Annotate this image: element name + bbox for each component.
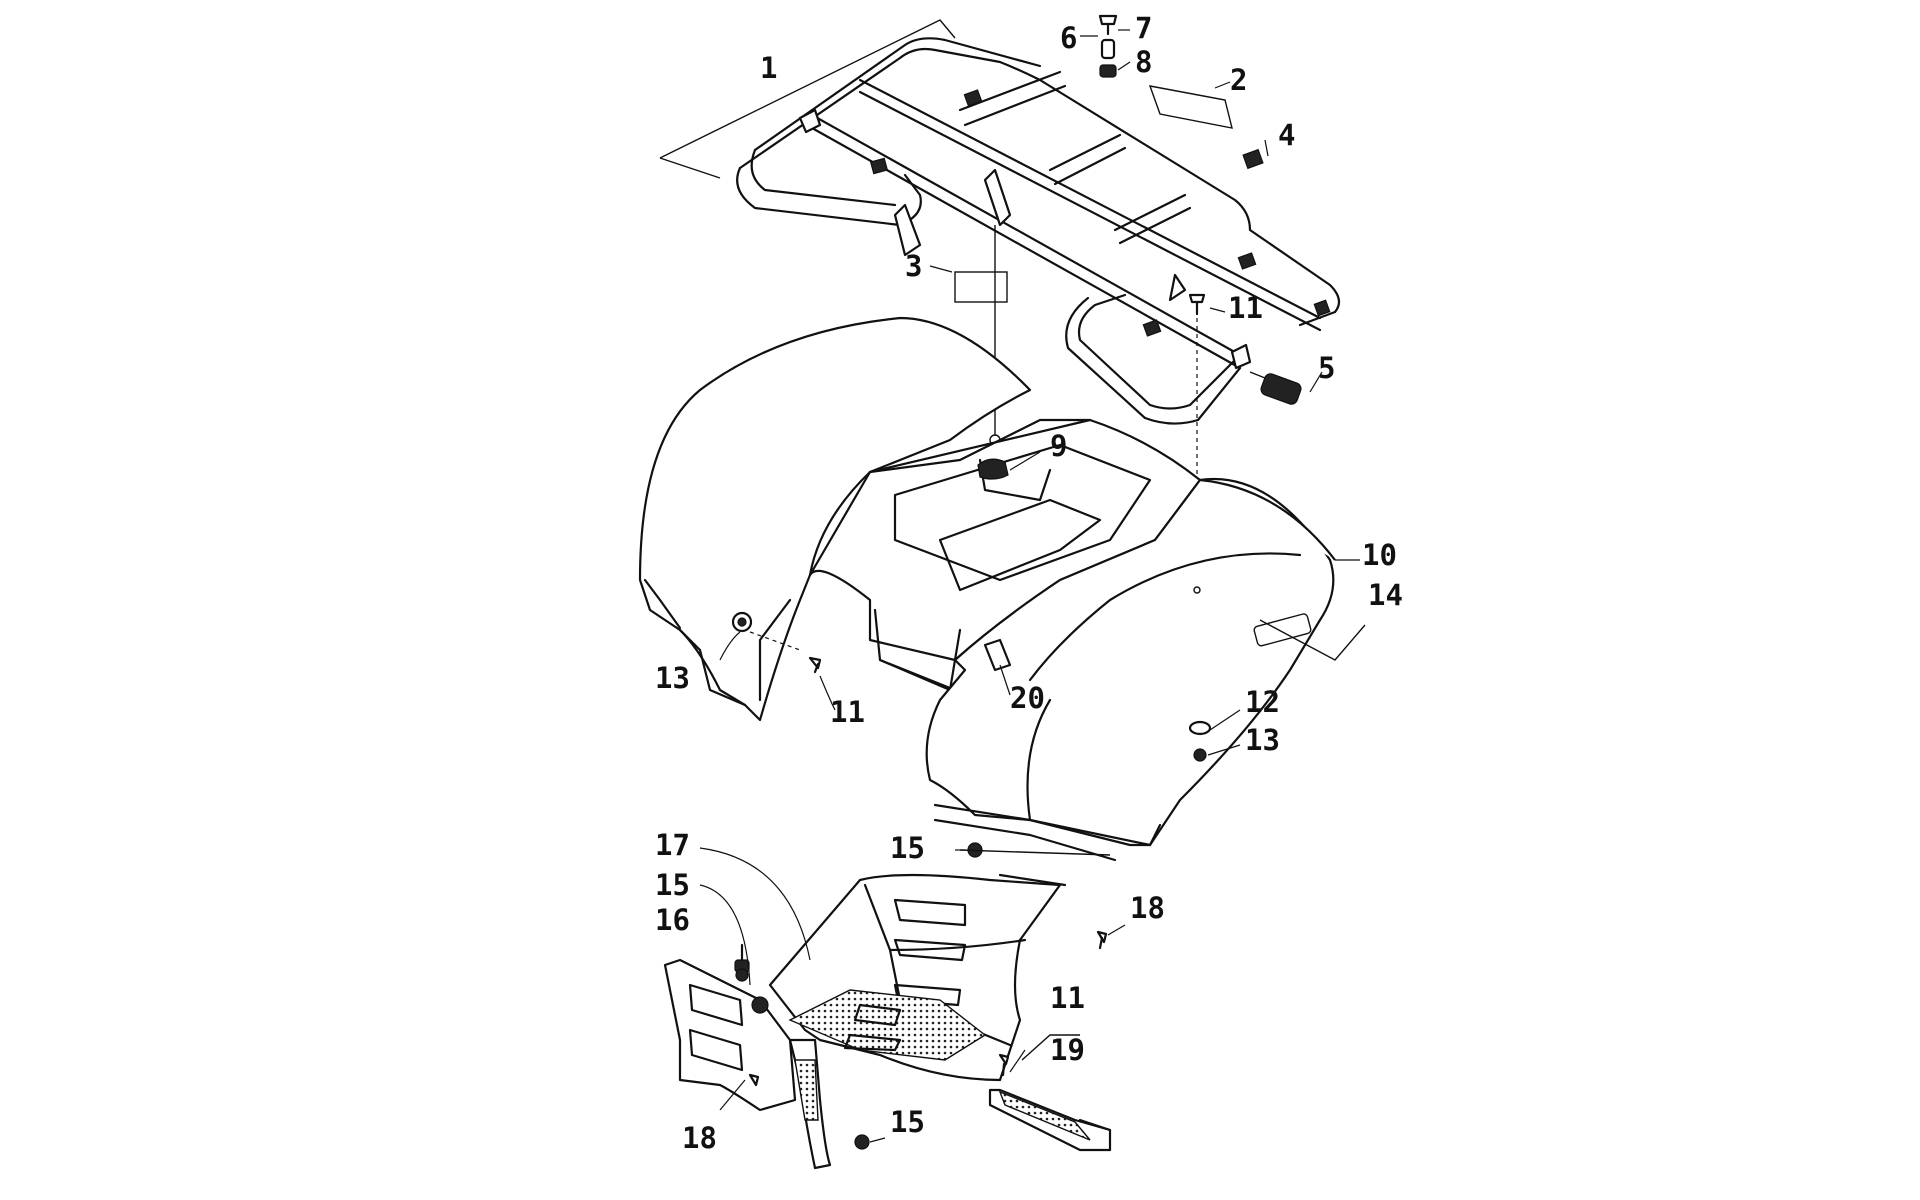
callout-20: 20 — [1010, 681, 1045, 715]
callout-15b: 15 — [655, 868, 690, 902]
footwell — [663, 847, 1108, 1170]
callout-18a: 18 — [1130, 891, 1165, 925]
callout-9: 9 — [1050, 429, 1067, 463]
callout-5: 5 — [1318, 351, 1335, 385]
callout-13a: 13 — [655, 661, 690, 695]
callout-11c: 11 — [1050, 981, 1085, 1015]
leader-lines — [719, 29, 1360, 1143]
callout-6: 6 — [1060, 21, 1077, 55]
callout-14: 14 — [1368, 578, 1403, 612]
callout-1: 1 — [760, 51, 777, 85]
callout-12: 12 — [1245, 685, 1280, 719]
callout-15c: 15 — [890, 1105, 925, 1139]
callout-2: 2 — [1230, 63, 1247, 97]
callout-11b: 11 — [830, 695, 865, 729]
callout-7: 7 — [1135, 11, 1152, 45]
callout-16: 16 — [655, 903, 690, 937]
callout-19: 19 — [1050, 1033, 1085, 1067]
callout-3: 3 — [905, 249, 922, 283]
rear-rack — [659, 19, 1341, 425]
callout-18b: 18 — [682, 1121, 717, 1155]
callout-17: 17 — [655, 828, 690, 862]
callout-13b: 13 — [1245, 723, 1280, 757]
callout-4: 4 — [1278, 118, 1295, 152]
callout-11a: 11 — [1228, 291, 1263, 325]
callout-15a: 15 — [890, 831, 925, 865]
callout-10: 10 — [1362, 538, 1397, 572]
callout-8: 8 — [1135, 45, 1152, 79]
rear-fender — [638, 316, 1366, 862]
callouts: 1 2 3 4 5 6 7 8 9 10 11 11 11 12 13 13 1… — [655, 11, 1403, 1155]
step-bracket — [988, 1034, 1112, 1152]
